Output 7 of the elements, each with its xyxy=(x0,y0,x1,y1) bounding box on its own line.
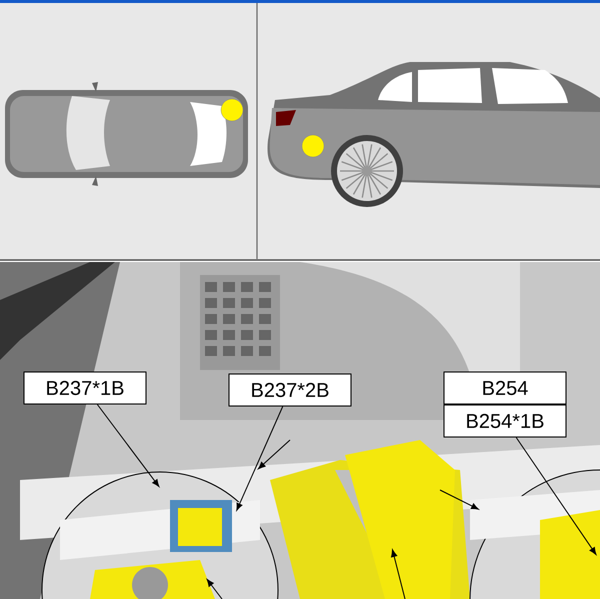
leader-line xyxy=(96,404,160,487)
leader-line xyxy=(516,437,596,555)
label-box: B237*1B xyxy=(24,372,146,404)
label-box: B237*2B xyxy=(228,374,352,406)
leader-line xyxy=(236,406,284,511)
label-box: B254 xyxy=(444,372,566,404)
label-box: B254*1B xyxy=(444,404,566,438)
